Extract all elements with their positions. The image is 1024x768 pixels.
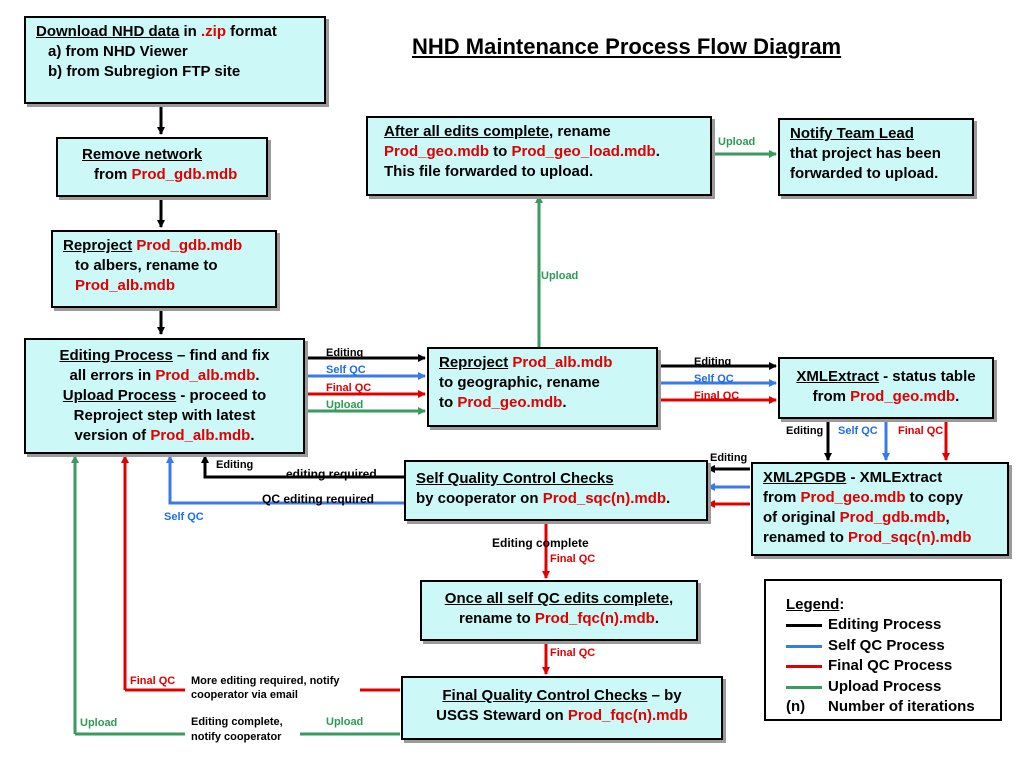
label-upload-vertical: Upload: [541, 270, 579, 282]
label-finalqc-2: Final QC: [694, 390, 740, 402]
remove-network-box: Remove network from Prod_gdb.mdb: [56, 137, 268, 197]
notify-team-lead-box: Notify Team Lead that project has been f…: [778, 118, 974, 196]
arrow-selfqc-to-editing-selfqc: [166, 455, 404, 505]
label-upload-1: Upload: [326, 399, 364, 411]
download-nhd-box: Download NHD data in .zip format a) from…: [24, 16, 326, 104]
reproject-geographic-box: Reproject Prod_alb.mdb to geographic, re…: [427, 347, 658, 427]
label-finalqc-5: Final QC: [550, 647, 596, 659]
label-selfqc-4: Self QC: [164, 511, 204, 523]
label-editing-4: Editing: [710, 452, 748, 464]
after-edits-box: After all edits complete, rename Prod_ge…: [366, 116, 712, 196]
label-qc-editing-required: QC editing required: [262, 492, 375, 506]
label-editing-2: Editing: [694, 356, 732, 368]
label-finalqc-1: Final QC: [326, 382, 372, 394]
label-editing-required: editing required: [286, 467, 377, 481]
once-self-qc-box: Once all self QC edits complete, rename …: [420, 580, 698, 641]
label-editing-5: Editing: [216, 459, 254, 471]
label-more-editing-1: More editing required, notify: [191, 675, 340, 687]
label-finalqc-6: Final QC: [130, 675, 176, 687]
legend-item-selfqc: Self QC Process: [828, 637, 945, 654]
legend-iterations-key: (n): [786, 698, 806, 715]
label-editing-complete: Editing complete: [492, 536, 589, 550]
legend-swatch-upload: [786, 685, 822, 689]
label-selfqc-3: Self QC: [838, 425, 878, 437]
label-editing-3: Editing: [786, 425, 824, 437]
legend-item-upload: Upload Process: [828, 678, 942, 695]
legend-title: Legend: [786, 596, 840, 613]
label-selfqc-2: Self QC: [694, 373, 734, 385]
label-upload-3: Upload: [326, 716, 364, 728]
download-link-text: Download NHD data: [36, 23, 180, 40]
editing-process-box: Editing Process – find and fix all error…: [24, 338, 305, 454]
label-selfqc-1: Self QC: [326, 364, 366, 376]
legend-iterations-label: Number of iterations: [828, 698, 975, 715]
xml2pgdb-box: XML2PGDB - XMLExtract from Prod_geo.mdb …: [751, 462, 1009, 556]
label-more-editing-2: cooperator via email: [191, 689, 298, 701]
legend-swatch-selfqc: [786, 644, 822, 648]
label-editing-1: Editing: [326, 347, 364, 359]
label-finalqc-3: Final QC: [898, 425, 944, 437]
self-qc-box: Self Quality Control Checks by cooperato…: [404, 460, 708, 521]
legend-swatch-finalqc: [786, 664, 822, 668]
legend-swatch-editing: [786, 623, 822, 627]
legend: Legend: Editing Process Self QC Process …: [764, 579, 1002, 721]
diagram-title: NHD Maintenance Process Flow Diagram: [412, 34, 842, 59]
arrow-selfqc-to-editing-editing: [201, 455, 404, 479]
label-upload-notify: Upload: [718, 136, 756, 148]
label-editing-complete-notify-2: notify cooperator: [191, 731, 282, 743]
label-upload-2: Upload: [80, 717, 118, 729]
reproject-albers-box: Reproject Prod_gdb.mdb to albers, rename…: [51, 230, 277, 308]
final-qc-box: Final Quality Control Checks – by USGS S…: [401, 676, 723, 740]
legend-item-editing: Editing Process: [828, 616, 942, 633]
label-editing-complete-notify-1: Editing complete,: [191, 716, 283, 728]
label-finalqc-4: Final QC: [550, 553, 596, 565]
xmlextract-box: XMLExtract - status table from Prod_geo.…: [778, 357, 994, 419]
legend-item-finalqc: Final QC Process: [828, 657, 953, 674]
